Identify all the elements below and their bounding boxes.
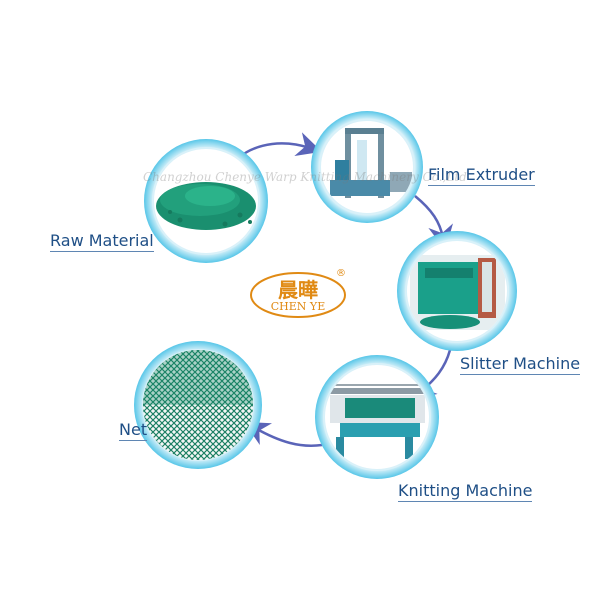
film-extruder-photo [311,111,423,223]
arrow-raw-to-extruder [237,132,322,159]
label-film-extruder: Film Extruder [428,165,535,186]
label-net: Net [119,420,148,441]
registered-mark: ® [336,268,346,279]
knitting-machine-photo [315,355,439,479]
net-photo [134,341,262,469]
label-raw-material: Raw Material [50,231,154,252]
chen-ye-logo: 晨曄 CHEN YE ® [248,268,348,320]
raw-material-photo [144,139,268,263]
slitter-machine-photo [397,231,517,351]
logo-english-text: CHEN YE [270,300,326,313]
label-knitting-machine: Knitting Machine [398,481,533,502]
label-slitter-machine: Slitter Machine [460,354,581,375]
logo-oval [250,272,346,318]
logo-chinese-text: 晨曄 [278,278,318,302]
arrow-knitting-to-net [244,421,323,447]
watermark-text: Changzhou Chenye Warp Knitting Machinery… [143,170,467,184]
arrow-extruder-to-slitter [414,195,453,251]
